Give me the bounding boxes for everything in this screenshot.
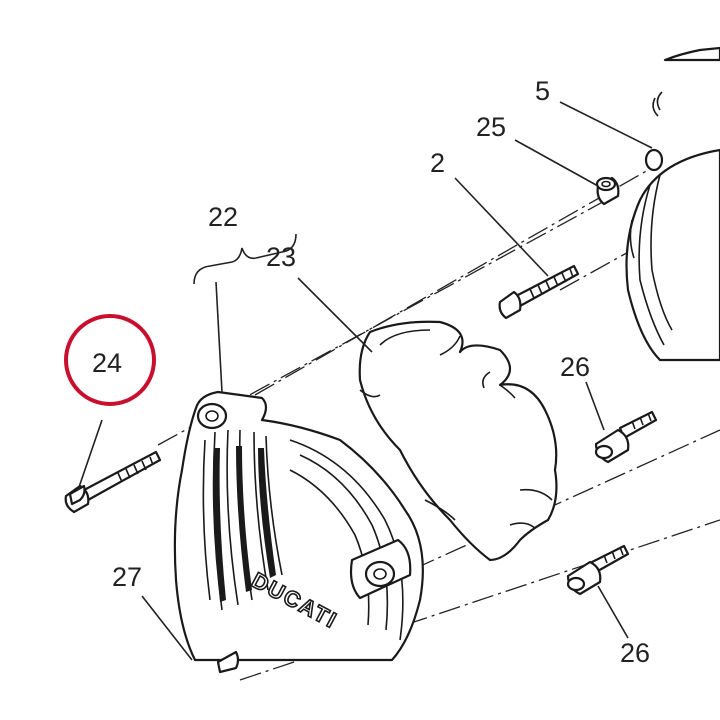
callout-5: 5 <box>535 76 550 106</box>
callout-23: 23 <box>266 242 296 272</box>
gasket-part-23 <box>358 320 558 562</box>
engine-casing <box>625 46 720 362</box>
callout-25: 25 <box>476 112 506 142</box>
callout-labels: 5 25 2 22 23 24 26 26 27 <box>92 76 650 668</box>
bracket-22 <box>193 233 297 285</box>
callout-27: 27 <box>112 562 142 592</box>
bushing-part-25 <box>595 176 620 206</box>
bolt-part-27 <box>216 650 240 674</box>
cover-part-22: DUCATI <box>173 390 424 662</box>
bolt-part-24 <box>64 450 162 514</box>
stud-part-26-bottom <box>566 544 630 596</box>
callout-22: 22 <box>208 202 238 232</box>
callout-26-bottom: 26 <box>620 638 650 668</box>
highlight-circle <box>64 314 156 406</box>
bolt-part-2 <box>498 264 580 320</box>
callout-24: 24 <box>92 348 122 378</box>
callout-26-top: 26 <box>560 352 590 382</box>
callout-2: 2 <box>430 148 445 178</box>
stud-part-26-top <box>594 410 658 464</box>
leader-lines <box>77 101 653 661</box>
